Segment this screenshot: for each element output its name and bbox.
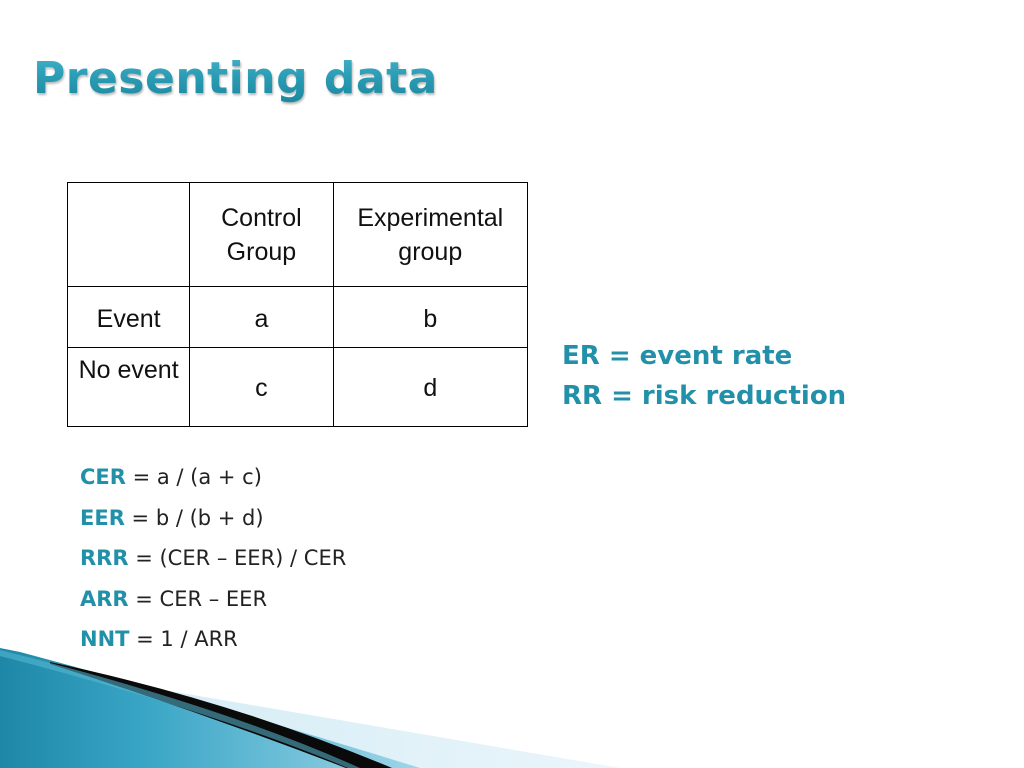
table-row: No event c d	[66, 347, 529, 427]
decoration-teal-band	[0, 648, 420, 768]
table-cell: a	[189, 286, 334, 348]
decoration-highlight-stripe	[0, 650, 360, 768]
table-cell: c	[189, 347, 334, 427]
table-row-label: Event	[66, 286, 191, 348]
formula-nnt: NNT = 1 / ARR	[80, 619, 346, 660]
formula-list: CER = a / (a + c) EER = b / (b + d) RRR …	[80, 457, 346, 660]
contingency-table: Control Group Experimental group Event a…	[66, 182, 529, 427]
table-header-row: Control Group Experimental group	[66, 182, 529, 287]
formula-eer: EER = b / (b + d)	[80, 498, 346, 539]
formula-expression: = 1 / ARR	[129, 627, 238, 651]
formula-term: NNT	[80, 627, 130, 651]
formula-cer: CER = a / (a + c)	[80, 457, 346, 498]
formula-term: EER	[80, 505, 125, 530]
formula-term: CER	[80, 465, 126, 489]
slide-title: Presenting data	[33, 44, 438, 114]
formula-expression: = b / (b + d)	[124, 505, 264, 530]
formula-expression: = CER – EER	[128, 586, 268, 611]
decoration-dark-stripe	[50, 662, 392, 768]
table-cell: b	[332, 286, 529, 348]
table-cell: d	[332, 347, 529, 427]
abbreviation-definitions: ER = event rate RR = risk reduction	[562, 336, 846, 416]
formula-rrr: RRR = (CER – EER) / CER	[80, 538, 346, 579]
table-header-cell: Experimental group	[332, 182, 529, 287]
formula-term: ARR	[80, 586, 129, 611]
formula-arr: ARR = CER – EER	[80, 579, 346, 620]
formula-term: RRR	[80, 546, 129, 570]
table-row: Event a b	[66, 286, 529, 348]
formula-expression: = a / (a + c)	[125, 465, 262, 489]
table-row-label: No event	[66, 347, 191, 427]
decoration-light-band	[0, 662, 620, 768]
formula-expression: = (CER – EER) / CER	[128, 546, 347, 570]
definition-er: ER = event rate	[562, 341, 793, 371]
table-header-cell: Control Group	[189, 182, 334, 287]
definition-rr: RR = risk reduction	[562, 381, 847, 411]
table-header-cell	[66, 182, 191, 287]
